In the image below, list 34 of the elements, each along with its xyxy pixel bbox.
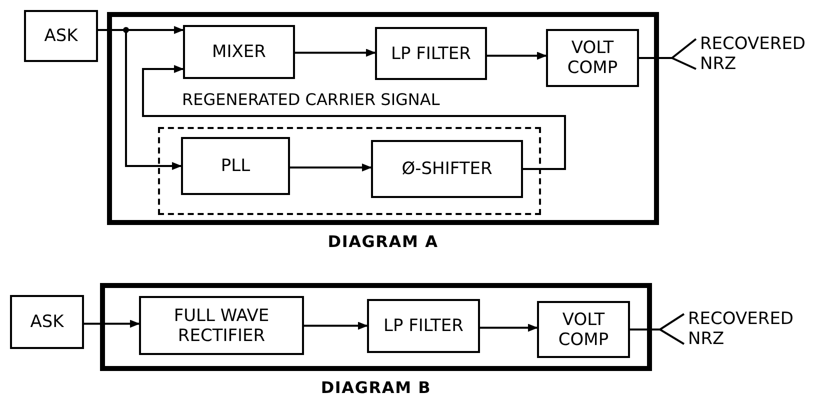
output-line [638,38,697,70]
arrow [487,52,547,60]
block-box [10,295,84,349]
diagram-heading: DIAGRAM B [320,378,432,398]
block-label: RECOVERED NRZ [688,309,795,349]
block-box [375,27,487,80]
arrow [480,324,538,332]
block-label: Ø-SHIFTER [400,159,494,179]
block-label: ASK [29,312,65,332]
block-label: RECOVERED NRZ [700,34,807,74]
block-label: ASK [43,26,79,46]
arrow [290,164,372,172]
diagram-heading: DIAGRAM A [328,232,438,252]
block-box [24,10,98,62]
block-label: LP FILTER [390,44,472,64]
block-box [139,296,304,355]
block-label: VOLT COMP [566,38,619,78]
block-label: MIXER [211,42,267,62]
block-box [181,137,290,195]
arrow [84,320,140,328]
output-line [629,313,685,345]
block-label: VOLT COMP [557,310,610,350]
block-box [183,25,295,79]
dashed-group-box [158,127,541,215]
arrow [295,48,376,57]
block-label: LP FILTER [382,316,464,336]
block-label: PLL [220,156,252,176]
arrow [142,65,566,170]
block-box [546,29,639,87]
arrow [304,322,368,330]
block-label: FULL WAVE RECTIFIER [172,306,270,346]
block-box [537,301,630,358]
block-box [371,140,523,198]
block-box [367,299,480,353]
